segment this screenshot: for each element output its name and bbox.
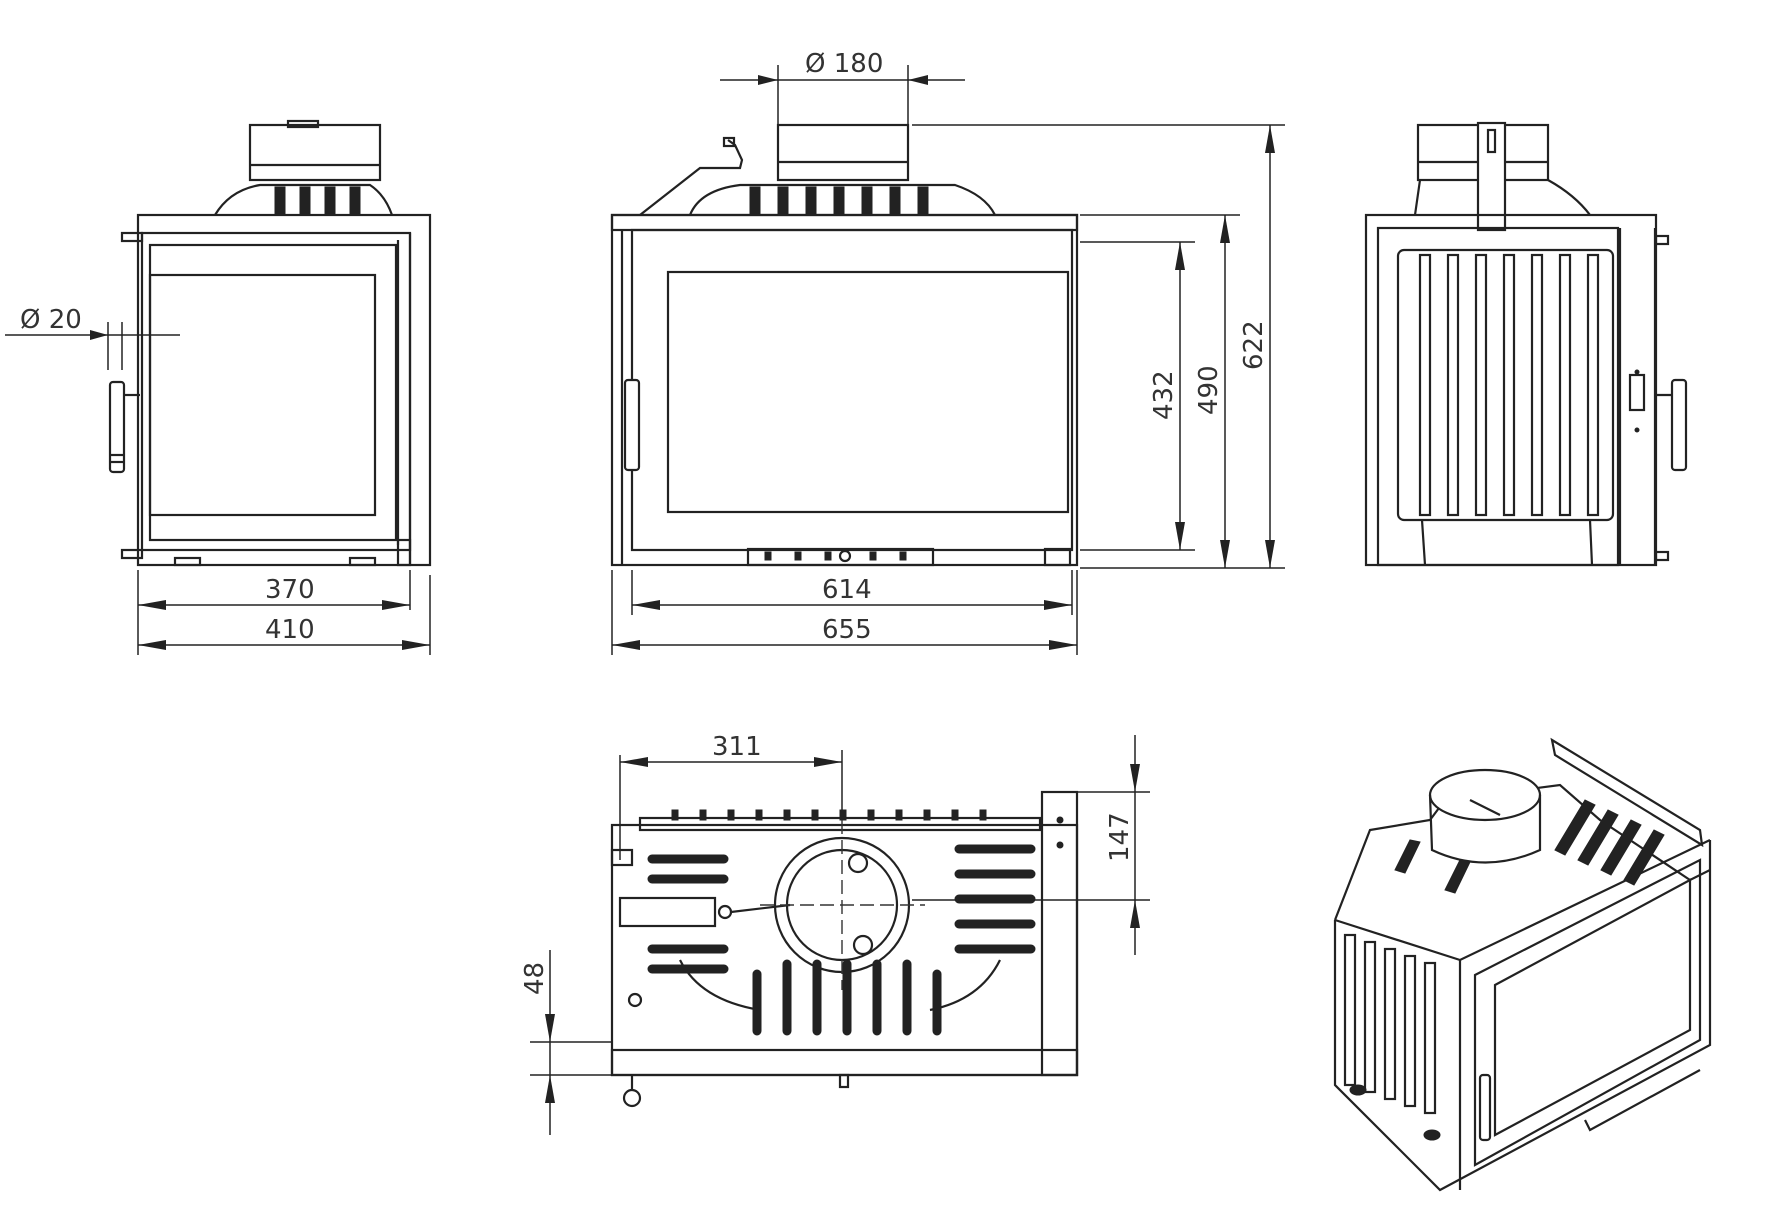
flue-offset-label: 311 bbox=[712, 732, 762, 762]
right-side-view bbox=[1364, 121, 1688, 567]
dimension-air-inlet: Ø 20 bbox=[5, 305, 180, 370]
dimension-flue-depth: 147 bbox=[912, 735, 1150, 955]
dimension-left-widths: 370 410 bbox=[137, 570, 431, 655]
dimension-bottom-offset: 48 bbox=[520, 950, 612, 1135]
iso-ribs bbox=[1394, 799, 1665, 894]
dimension-flue-offset: 311 bbox=[619, 732, 843, 860]
bottom-offset-label: 48 bbox=[520, 962, 550, 995]
front-inner-width-label: 614 bbox=[822, 575, 872, 605]
front-vents bbox=[764, 549, 907, 563]
front-view bbox=[610, 123, 1079, 567]
left-inner-width-label: 370 bbox=[265, 575, 315, 605]
right-bars bbox=[1418, 253, 1600, 517]
air-inlet-label: Ø 20 bbox=[20, 305, 82, 335]
left-outer-width-label: 410 bbox=[265, 615, 315, 645]
left-side-view bbox=[108, 119, 432, 567]
dimension-front-widths: 614 655 bbox=[611, 570, 1078, 655]
top-view bbox=[610, 790, 1079, 1108]
front-ribs bbox=[749, 186, 929, 216]
iso-side-bars bbox=[1343, 933, 1437, 1115]
front-outer-width-label: 655 bbox=[822, 615, 872, 645]
total-height-label: 622 bbox=[1239, 320, 1269, 370]
top-side-ribs bbox=[647, 844, 1036, 974]
dimension-heights: 432 490 622 bbox=[912, 124, 1285, 569]
glass-height-label: 432 bbox=[1149, 370, 1179, 420]
isometric-view bbox=[1333, 737, 1712, 1192]
left-ribs bbox=[274, 186, 361, 216]
dimension-flue-diameter: Ø 180 bbox=[720, 49, 965, 125]
flue-diameter-label: Ø 180 bbox=[805, 49, 883, 79]
top-ridge-bolts bbox=[671, 809, 987, 821]
body-height-label: 490 bbox=[1194, 365, 1224, 415]
flue-depth-label: 147 bbox=[1105, 812, 1135, 862]
